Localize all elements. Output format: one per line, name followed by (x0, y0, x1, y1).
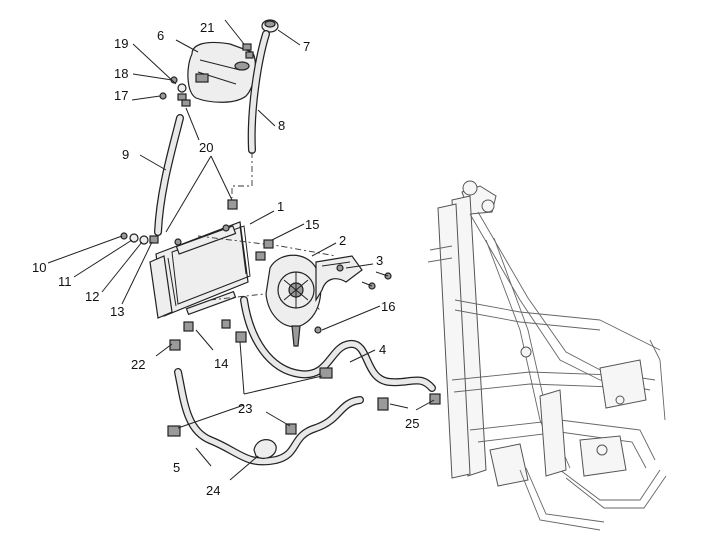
grommet-20-top2 (181, 99, 191, 107)
callout-18: 18 (114, 66, 128, 81)
grommet-20-top (177, 93, 187, 101)
callout-4: 4 (379, 342, 386, 357)
clamp-23b (235, 331, 247, 343)
callout-3: 3 (376, 253, 383, 268)
grommet-15a (263, 239, 274, 249)
callout-13: 13 (110, 304, 124, 319)
callout-8: 8 (278, 118, 285, 133)
washer-19 (177, 83, 187, 93)
callout-23: 23 (238, 401, 252, 416)
screw-16c (314, 326, 322, 334)
callout-labels: 1 2 3 4 5 6 7 8 9 10 11 12 13 14 15 16 1… (32, 20, 419, 498)
grommet-14b (183, 321, 194, 332)
callout-10: 10 (32, 260, 46, 275)
callout-9: 9 (122, 147, 129, 162)
callout-11: 11 (58, 274, 72, 289)
fan-cover (315, 255, 363, 303)
callout-2: 2 (339, 233, 346, 248)
expansion-tank (187, 41, 256, 103)
clamp-23a (319, 367, 333, 379)
tank-cap (261, 19, 279, 33)
callout-17: 17 (114, 88, 128, 103)
callout-16: 16 (381, 299, 395, 314)
grommet-13 (149, 235, 159, 244)
callout-12: 12 (85, 289, 99, 304)
callout-6: 6 (157, 28, 164, 43)
grommet-20 (227, 199, 238, 210)
clamp-22 (169, 339, 181, 351)
clamp-21 (242, 43, 252, 51)
radiator (149, 221, 251, 319)
callout-24: 24 (206, 483, 220, 498)
clip-24 (253, 439, 277, 459)
leader-lines (47, 19, 435, 481)
callout-14: 14 (214, 356, 228, 371)
callout-19: 19 (114, 36, 128, 51)
clamp-25b (377, 397, 389, 411)
callout-25: 25 (405, 416, 419, 431)
clamp-23d (285, 423, 297, 435)
grommet-15b (255, 251, 266, 261)
grommet-14a (221, 319, 231, 329)
callout-20: 20 (199, 140, 213, 155)
callout-22: 22 (131, 357, 145, 372)
screw-17 (159, 92, 167, 100)
callout-1: 1 (277, 199, 284, 214)
callout-7: 7 (303, 39, 310, 54)
cooling-fan (265, 254, 322, 347)
clamp-23c (167, 425, 181, 437)
callout-21: 21 (200, 20, 214, 35)
scooter-frame (427, 180, 667, 531)
callout-15: 15 (305, 217, 319, 232)
callout-5: 5 (173, 460, 180, 475)
clamp-25 (429, 393, 441, 405)
clamp-21b (245, 51, 254, 59)
